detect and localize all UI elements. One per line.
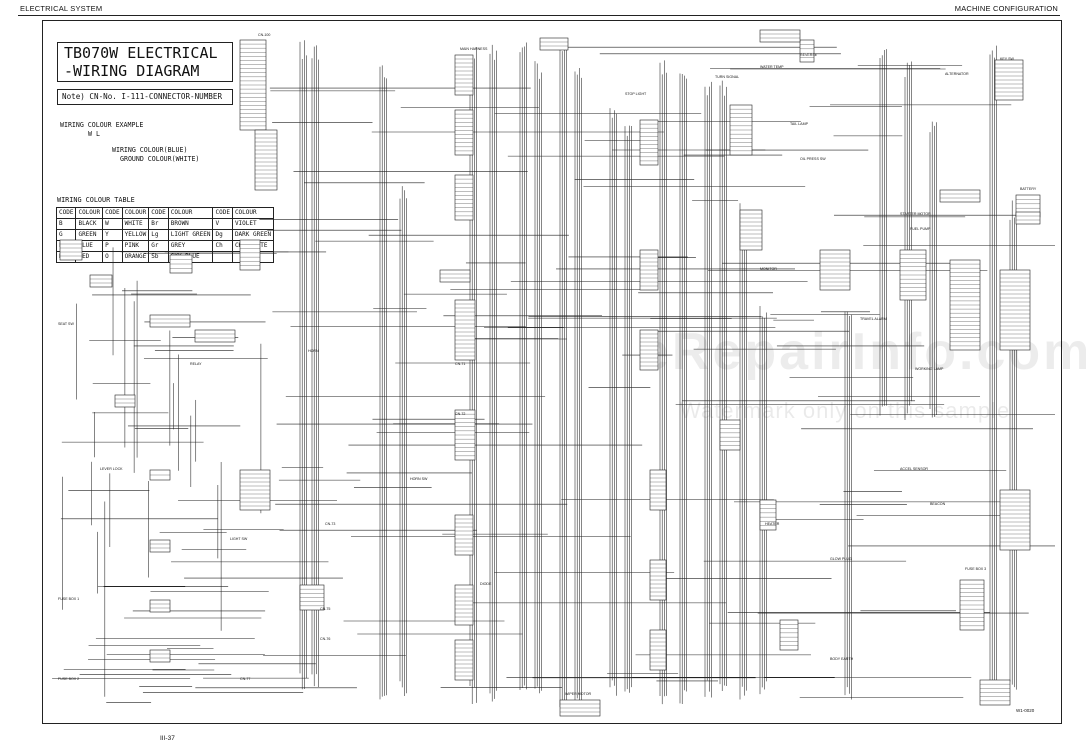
component-label: MAIN HARNESS [460, 47, 488, 51]
component-label: BEACON [930, 502, 946, 506]
component-label: REVERSE [800, 53, 818, 57]
wiring-example-title: WIRING COLOUR EXAMPLE [60, 121, 144, 129]
connector-box [639, 119, 659, 166]
component-label: FUEL PUMP [910, 227, 931, 231]
component-label: TRAVEL ALARM [860, 317, 887, 321]
connector-box [149, 539, 171, 553]
component-label: CN-100 [258, 33, 270, 37]
component-label: CN-75 [320, 607, 330, 611]
component-label: BATTERY [1020, 187, 1037, 191]
component-label: ALTERNATOR [945, 72, 969, 76]
component-label: FUSE BOX 2 [58, 677, 79, 681]
component-label: LEVER LOCK [100, 467, 123, 471]
connector-box [779, 619, 799, 651]
connector-box [1015, 211, 1041, 225]
connector-note: Note) CN-No. I-111-CONNECTOR-NUMBER [57, 89, 233, 105]
connector-box [194, 329, 236, 343]
component-label: CN-72 [455, 412, 465, 416]
connector-box [149, 599, 171, 613]
component-label: WIPER MOTOR [565, 692, 591, 696]
diagram-title: TB070W ELECTRICAL -WIRING DIAGRAM [57, 42, 233, 82]
header-right: MACHINE CONFIGURATION [954, 4, 1058, 13]
component-label: KEY SW [1000, 57, 1015, 61]
drawing-code: W1-0020 [1016, 708, 1035, 713]
watermark-sample: Watermark only on this sample [680, 398, 1011, 423]
ground-colour-label: GROUND COLOUR(WHITE) [120, 155, 200, 163]
connector-box [939, 189, 981, 203]
title-line-1: TB070W ELECTRICAL [64, 44, 218, 62]
component-label: GLOW PLUG [830, 557, 852, 561]
connector-box [759, 499, 777, 531]
component-label: FUSE BOX 3 [965, 567, 986, 571]
component-label: STOP LIGHT [625, 92, 647, 96]
component-label: MONITOR [760, 267, 777, 271]
component-label: RELAY [190, 362, 202, 366]
component-label: HORN [308, 349, 319, 353]
connector-box [89, 274, 113, 288]
component-label: CN-71 [455, 362, 465, 366]
colour-table-title: WIRING COLOUR TABLE [57, 196, 135, 204]
component-label: ACCEL SENSOR [900, 467, 928, 471]
component-label: WATER TEMP [760, 65, 784, 69]
component-label: CN-76 [320, 637, 330, 641]
component-label: TAIL LAMP [790, 122, 809, 126]
component-label: CN-77 [240, 677, 250, 681]
diagram-frame [42, 20, 1062, 724]
connector-box [454, 174, 474, 221]
connector-box [254, 129, 278, 191]
title-line-2: -WIRING DIAGRAM [64, 62, 200, 80]
connector-box [799, 39, 815, 63]
connector-box [539, 37, 569, 51]
component-label: CN-73 [325, 522, 335, 526]
component-label: LIGHT SW [230, 537, 248, 541]
wiring-colour-label: WIRING COLOUR(BLUE) [112, 146, 188, 154]
colour-table-cell: DARK GREEN [231, 229, 275, 241]
component-label: HEATER [765, 522, 780, 526]
connector-box [114, 394, 136, 408]
connector-box [454, 299, 476, 361]
connector-box [239, 239, 261, 271]
connector-box [719, 419, 741, 451]
colour-table-cell: Ch [212, 240, 233, 252]
connector-box [454, 109, 474, 156]
colour-table-cell: V [212, 218, 233, 230]
header-left: ELECTRICAL SYSTEM [20, 4, 103, 13]
header-rule [18, 15, 1060, 16]
connector-box [999, 489, 1031, 551]
connector-box [149, 649, 171, 663]
connector-box [59, 239, 83, 261]
component-label: TURN SIGNAL [715, 75, 739, 79]
wiring-example-code: W L [88, 130, 100, 138]
connector-box [439, 269, 471, 283]
colour-table-cell: Dg [212, 229, 233, 241]
component-label: WORKING LAMP [915, 367, 944, 371]
connector-box [759, 29, 801, 43]
component-label: FUSE BOX 1 [58, 597, 79, 601]
component-label: OIL PRESS SW [800, 157, 826, 161]
page-number: III-37 [160, 735, 175, 742]
component-label: HORN SW [410, 477, 428, 481]
component-label: DIODE [480, 582, 492, 586]
component-label: BODY EARTH [830, 657, 854, 661]
colour-table-cell: O [102, 251, 123, 263]
component-label: SEAT SW [58, 322, 74, 326]
connector-box [149, 314, 191, 328]
component-label: STARTER MOTOR [900, 212, 931, 216]
